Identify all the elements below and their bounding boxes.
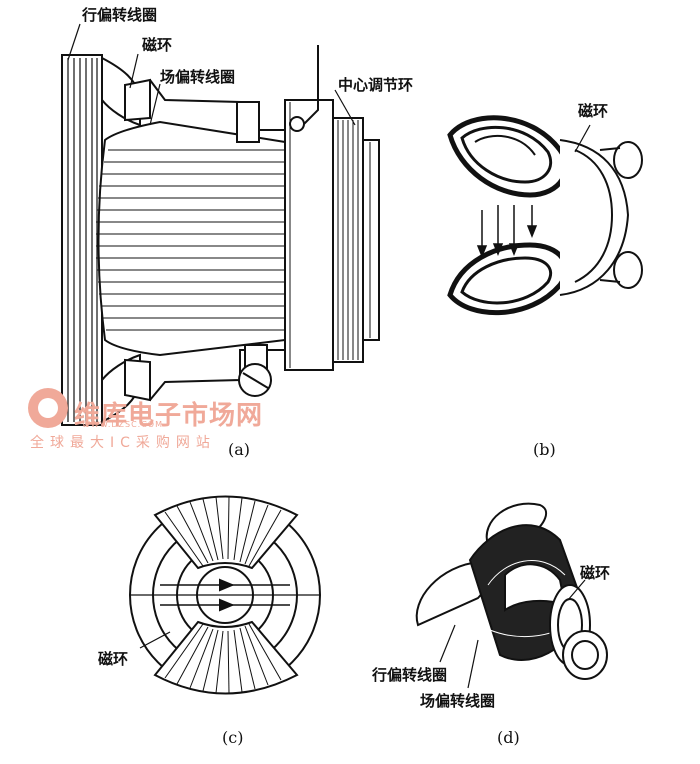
caption-b: (b) bbox=[533, 440, 556, 459]
watermark-subtitle: 全球最大IC采购网站 bbox=[30, 435, 216, 451]
label-d-vertical-coil: 场偏转线圈 bbox=[420, 692, 496, 710]
watermark-url: WWW.DZSC.COM bbox=[82, 420, 163, 429]
watermark-title: 维库电子市场网 bbox=[74, 401, 264, 431]
figure-c-cross-section bbox=[129, 495, 321, 695]
label-c-magnetic-ring: 磁环 bbox=[98, 650, 129, 668]
caption-d: (d) bbox=[497, 728, 520, 747]
label-a-center-ring: 中心调节环 bbox=[338, 76, 414, 94]
label-a-magnetic-ring: 磁环 bbox=[142, 36, 173, 54]
watermark-logo-icon bbox=[28, 388, 68, 428]
caption-a: (a) bbox=[228, 440, 251, 459]
label-d-horizontal-coil: 行偏转线圈 bbox=[372, 666, 448, 684]
caption-c: (c) bbox=[222, 728, 244, 747]
figure-d-yoke-perspective bbox=[415, 502, 608, 689]
label-a-vertical-coil: 场偏转线圈 bbox=[160, 68, 236, 86]
figure-a-yoke-side-view bbox=[61, 23, 380, 426]
label-d-magnetic-ring: 磁环 bbox=[580, 564, 611, 582]
label-a-horizontal-coil: 行偏转线圈 bbox=[82, 6, 158, 24]
label-b-magnetic-ring: 磁环 bbox=[578, 102, 609, 120]
figure-b-saddle-coils bbox=[447, 115, 643, 316]
